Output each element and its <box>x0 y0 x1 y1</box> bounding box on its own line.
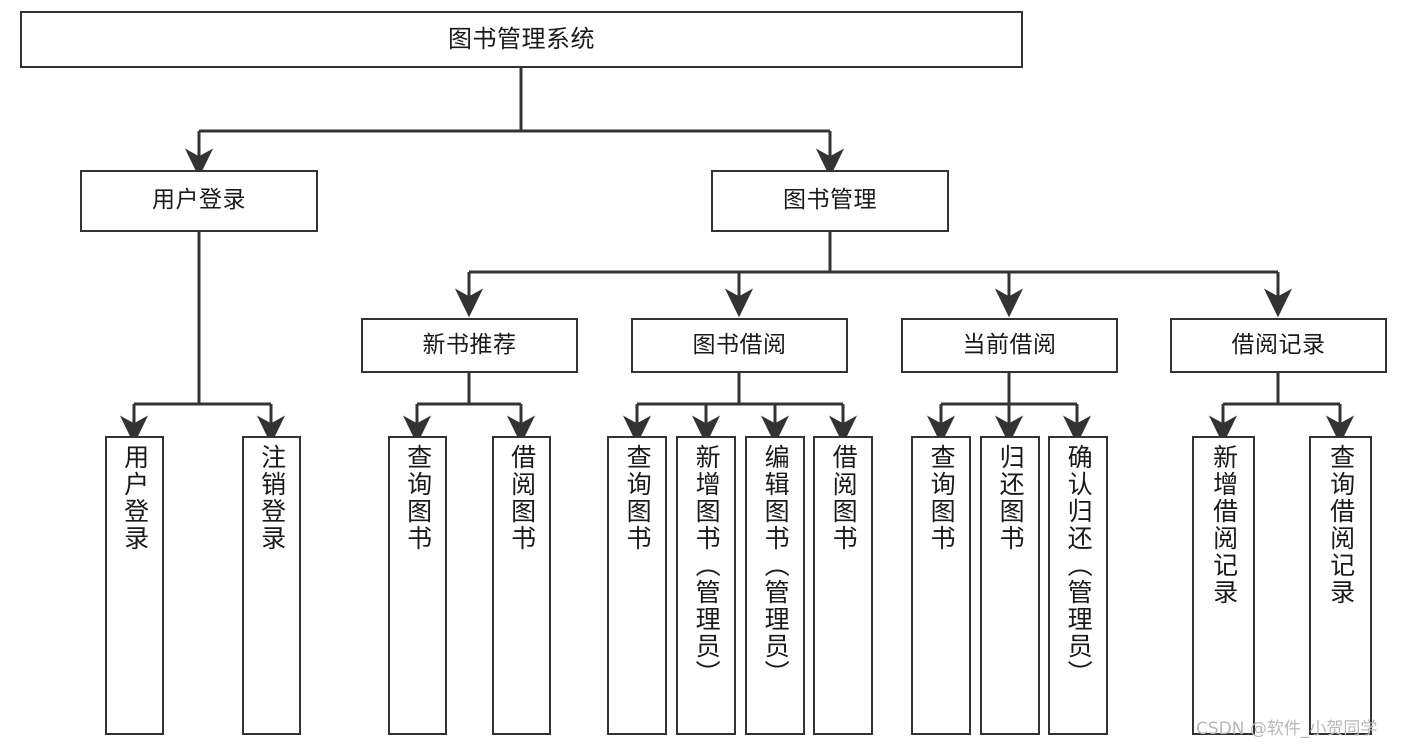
node-label: 确认归还（管理员） <box>1064 444 1094 687</box>
node-book-management[interactable]: 图书管理 <box>711 170 949 232</box>
leaf-current-confirm-return-admin[interactable]: 确认归还（管理员） <box>1048 436 1108 735</box>
leaf-current-return-book[interactable]: 归还图书 <box>980 436 1040 735</box>
leaf-borrow-add-book-admin[interactable]: 新增图书（管理员） <box>676 436 736 735</box>
node-label: 借阅记录 <box>1231 331 1326 358</box>
leaf-recommend-query-book[interactable]: 查询图书 <box>388 436 447 735</box>
node-label: 查询借阅记录 <box>1326 444 1356 606</box>
node-book-borrow[interactable]: 图书借阅 <box>631 318 848 373</box>
node-label: 注销登录 <box>257 444 287 552</box>
node-label: 查询图书 <box>623 444 653 552</box>
node-user-login[interactable]: 用户登录 <box>80 170 318 232</box>
leaf-current-query-book[interactable]: 查询图书 <box>911 436 971 735</box>
node-label: 借阅图书 <box>507 444 537 552</box>
leaf-record-add-borrow-record[interactable]: 新增借阅记录 <box>1192 436 1255 735</box>
leaf-recommend-borrow-book[interactable]: 借阅图书 <box>492 436 551 735</box>
node-label: 图书借阅 <box>692 331 787 358</box>
leaf-user-login-logout[interactable]: 注销登录 <box>242 436 301 735</box>
node-label: 借阅图书 <box>829 444 859 552</box>
node-label: 用户登录 <box>120 444 150 552</box>
node-label: 图书管理系统 <box>448 25 595 54</box>
leaf-borrow-query-book[interactable]: 查询图书 <box>607 436 667 735</box>
node-label: 查询图书 <box>403 444 433 552</box>
node-label: 新书推荐 <box>422 331 517 358</box>
node-root-system[interactable]: 图书管理系统 <box>20 11 1023 68</box>
leaf-borrow-borrow-book[interactable]: 借阅图书 <box>813 436 873 735</box>
node-label: 新增借阅记录 <box>1209 444 1239 606</box>
leaf-borrow-edit-book-admin[interactable]: 编辑图书（管理员） <box>745 436 805 735</box>
csdn-watermark: CSDN @软件_小贺同学 <box>1196 719 1378 739</box>
node-label: 图书管理 <box>783 187 877 214</box>
node-label: 归还图书 <box>996 444 1026 552</box>
leaf-user-login-login[interactable]: 用户登录 <box>105 436 164 735</box>
node-label: 查询图书 <box>927 444 957 552</box>
node-borrow-record[interactable]: 借阅记录 <box>1170 318 1387 373</box>
node-label: 当前借阅 <box>962 331 1057 358</box>
node-new-book-recommend[interactable]: 新书推荐 <box>361 318 578 373</box>
node-label: 编辑图书（管理员） <box>761 444 791 687</box>
leaf-record-query-borrow-record[interactable]: 查询借阅记录 <box>1309 436 1372 735</box>
node-label: 新增图书（管理员） <box>692 444 722 687</box>
node-label: 用户登录 <box>152 187 246 214</box>
node-current-borrow[interactable]: 当前借阅 <box>901 318 1118 373</box>
